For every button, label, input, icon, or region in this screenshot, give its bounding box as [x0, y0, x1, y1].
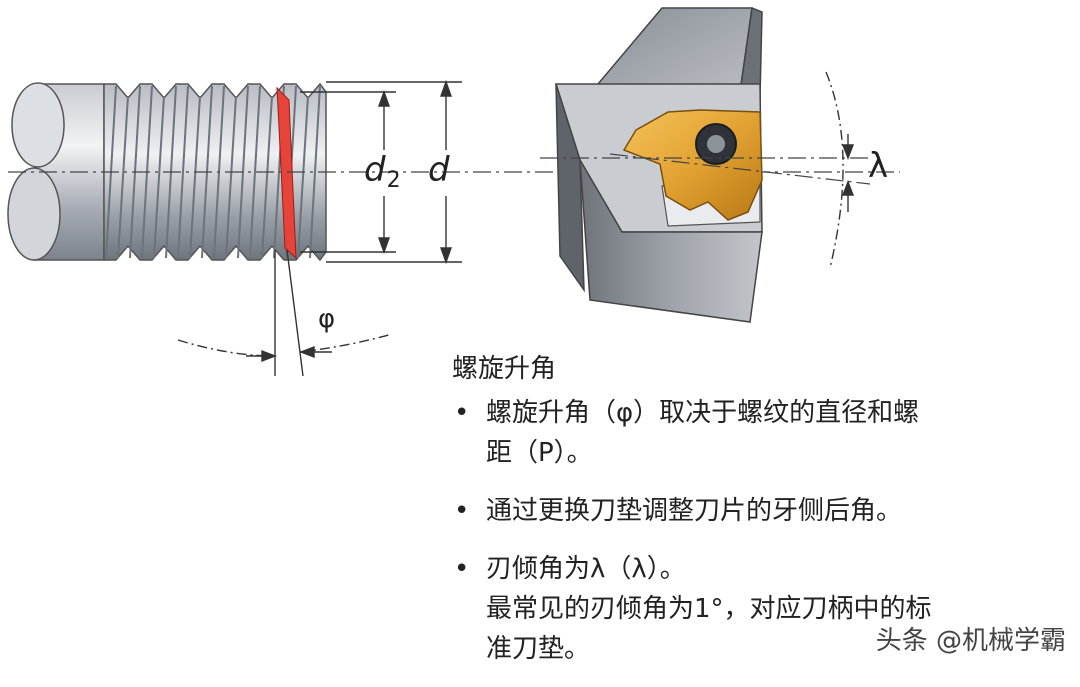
- helix-angle-lines: [177, 249, 393, 377]
- holder-head-front-face: [579, 159, 763, 323]
- d2-arrow-bottom: [378, 237, 390, 255]
- explanation-text: 螺旋升角 • 螺旋升角（φ）取决于螺纹的直径和螺 距（P）。 • 通过更换刀垫调…: [452, 348, 1072, 687]
- bullet-line: 通过更换刀垫调整刀片的牙侧后角。: [486, 496, 903, 526]
- lambda-arrow-top: [841, 144, 855, 160]
- d-arrow-top: [440, 79, 452, 97]
- diagram-canvas: [7, 6, 900, 377]
- section-heading: 螺旋升角: [452, 354, 557, 384]
- bullet-dot: •: [454, 554, 470, 584]
- tool-holder: [540, 6, 871, 323]
- bullet-item: • 刃倾角为λ（λ）。 最常见的刃倾角为1°，对应刀柄中的标 准刀垫。: [452, 549, 1072, 669]
- major-diameter-label: d: [428, 150, 450, 190]
- phi-arrow-left: [261, 349, 277, 363]
- d-arrow-bottom: [440, 247, 452, 265]
- bullet-line: 螺旋升角（φ）取决于螺纹的直径和螺: [486, 398, 920, 428]
- bullet-dot: •: [454, 496, 470, 526]
- phi-arrow-right: [299, 345, 315, 359]
- page: d2 d φ λ 螺旋升角 • 螺旋升角（φ）取决于螺纹的直径和螺 距（P）。 …: [7, 6, 1066, 664]
- helix-angle-label: φ: [318, 304, 336, 334]
- shaft-end-face-bottom: [7, 167, 61, 261]
- lambda-arc: [825, 71, 844, 269]
- holder-shank: [596, 7, 753, 93]
- bullet-line: 准刀垫。: [486, 634, 591, 664]
- bullet-line: 最常见的刃倾角为1°，对应刀柄中的标: [486, 594, 932, 624]
- bullet-line: 距（P）。: [486, 438, 593, 468]
- bullet-list: • 螺旋升角（φ）取决于螺纹的直径和螺 距（P）。 • 通过更换刀垫调整刀片的牙…: [452, 393, 1072, 669]
- bullet-dot: •: [454, 398, 470, 428]
- dimension-lines: [300, 79, 462, 265]
- lambda-arrow-bottom: [841, 180, 855, 196]
- shaft-end-face-top: [11, 82, 65, 168]
- insert-screw-centre: [707, 135, 725, 153]
- inclination-angle-label: λ: [868, 146, 889, 186]
- insert-tilted-line: [609, 153, 871, 185]
- bullet-line: 刃倾角为λ（λ）。: [486, 554, 686, 584]
- holder-head-left-face: [555, 83, 585, 293]
- watermark: 头条 @机械学霸: [875, 626, 1066, 656]
- inclination-angle-lines: [825, 71, 855, 269]
- helix-flank-highlight: [276, 86, 297, 260]
- bullet-item: • 通过更换刀垫调整刀片的牙侧后角。: [452, 491, 1072, 531]
- bullet-item: • 螺旋升角（φ）取决于螺纹的直径和螺 距（P）。: [452, 393, 1072, 473]
- pitch-diameter-label: d2: [364, 150, 401, 193]
- d2-arrow-top: [378, 89, 390, 107]
- phi-inclined-line: [286, 249, 304, 377]
